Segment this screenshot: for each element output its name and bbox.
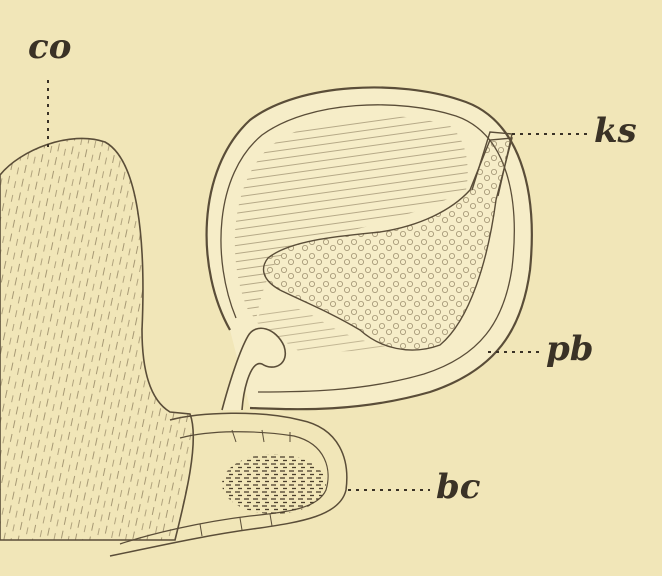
label-pb: pb: [546, 332, 594, 366]
co-structure: [0, 138, 193, 540]
bc-cluster: [222, 454, 326, 514]
label-co: co: [28, 30, 71, 64]
label-ks: ks: [594, 114, 637, 148]
label-bc: bc: [436, 470, 480, 504]
